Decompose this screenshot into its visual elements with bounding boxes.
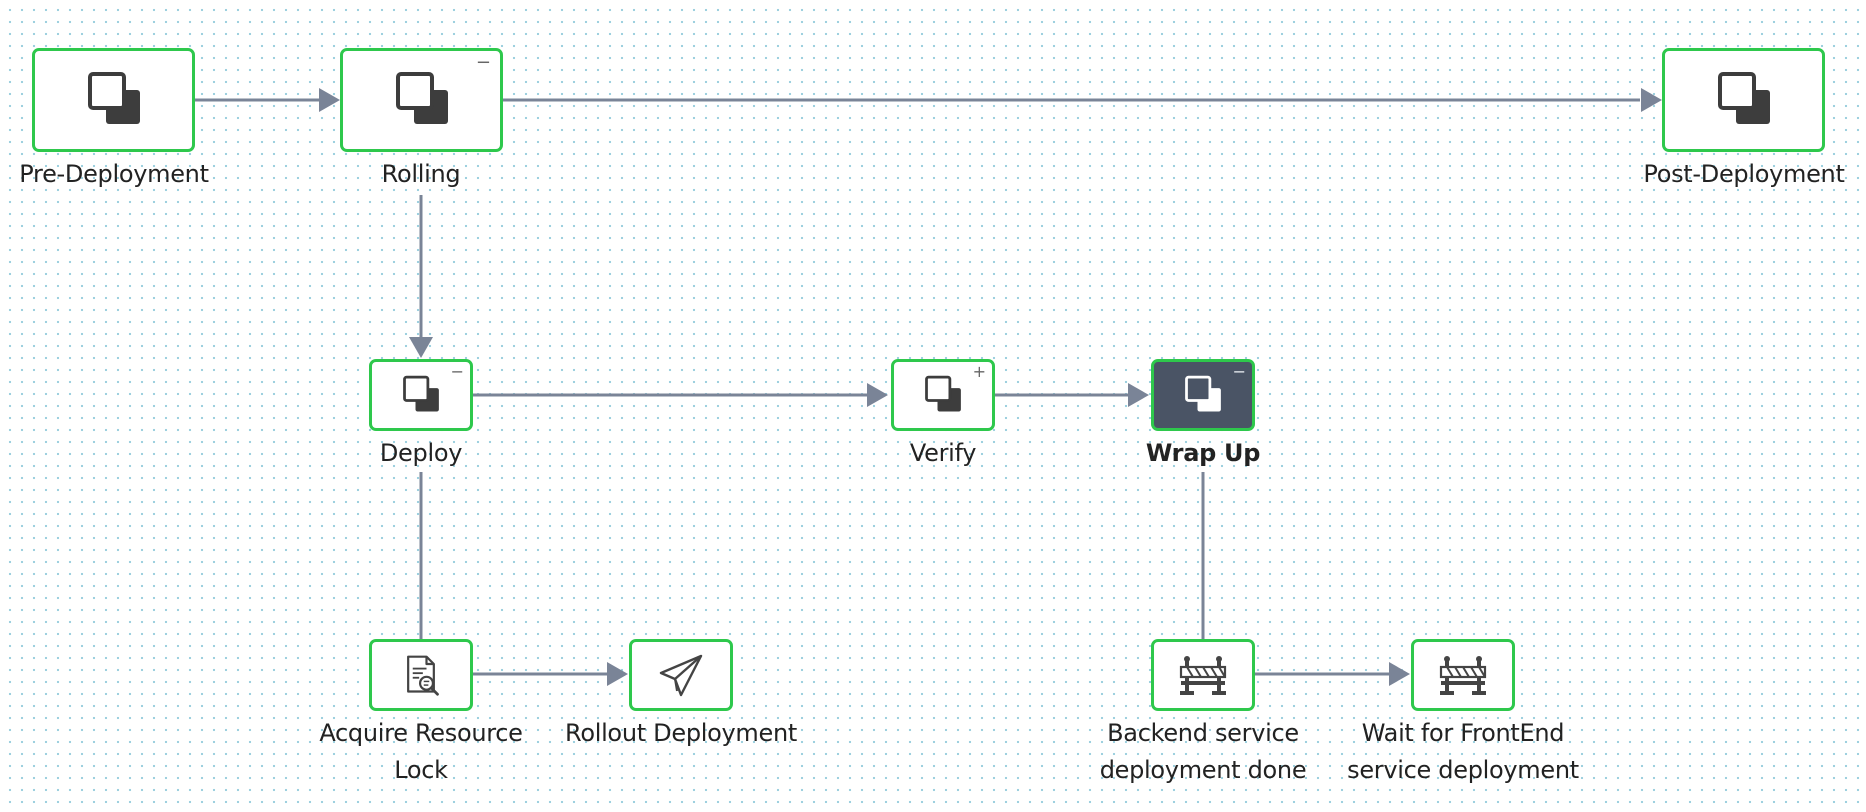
node-backend-service-deployment-done[interactable] (1151, 639, 1255, 711)
stage-icon (1717, 72, 1770, 124)
arrowhead-wait (1389, 662, 1410, 686)
node-acquire-resource-lock[interactable] (369, 639, 473, 711)
node-wait-for-frontend-service-deployment[interactable] (1411, 639, 1515, 711)
step-group-icon (403, 375, 439, 412)
arrowhead-verify (867, 383, 888, 407)
node-pre-deployment[interactable] (32, 48, 195, 152)
node-label-line: Backend service (1107, 719, 1299, 747)
node-post-deployment[interactable] (1662, 48, 1825, 152)
node-label-pre-deployment: Pre-Deployment (19, 160, 209, 188)
paper-plane-icon (659, 654, 703, 697)
stage-icon (87, 72, 140, 124)
node-label-rolling: Rolling (381, 160, 461, 188)
node-label-line: deployment done (1099, 756, 1307, 784)
node-rolling[interactable]: − (340, 48, 503, 152)
stage-icon (395, 72, 448, 124)
collapse-toggle[interactable]: − (1232, 362, 1246, 381)
barrier-icon (1179, 656, 1227, 695)
expand-toggle[interactable]: + (972, 362, 986, 381)
step-group-icon (1185, 375, 1221, 412)
node-label-line: Acquire Resource (319, 719, 523, 747)
node-label-rollout-deployment: Rollout Deployment (565, 719, 797, 747)
document-search-icon (407, 655, 439, 696)
node-label-line: service deployment (1347, 756, 1579, 784)
node-label-line: Lock (394, 756, 448, 784)
arrowhead-post (1641, 88, 1662, 112)
node-wrap-up[interactable]: − (1151, 359, 1255, 431)
node-deploy[interactable]: − (369, 359, 473, 431)
arrowhead-rolling (319, 88, 340, 112)
collapse-toggle[interactable]: − (475, 52, 491, 73)
node-verify[interactable]: + (891, 359, 995, 431)
node-label-deploy: Deploy (379, 439, 463, 467)
barrier-icon (1439, 656, 1487, 695)
node-label-line: Wait for FrontEnd (1361, 719, 1565, 747)
node-label-wait-for-frontend-service-deployment: Wait for FrontEnd service deployment (1333, 715, 1593, 789)
node-label-backend-service-deployment-done: Backend service deployment done (1083, 715, 1323, 789)
node-label-post-deployment: Post-Deployment (1643, 160, 1845, 188)
node-rollout-deployment[interactable] (629, 639, 733, 711)
collapse-toggle[interactable]: − (450, 362, 464, 381)
arrowhead-wrapup (1128, 383, 1149, 407)
node-label-wrap-up: Wrap Up (1145, 439, 1261, 467)
arrowhead-deploy (409, 337, 433, 358)
node-label-verify: Verify (909, 439, 977, 467)
step-group-icon (925, 375, 961, 412)
node-label-acquire-resource-lock: Acquire Resource Lock (306, 715, 536, 789)
arrowhead-rollout (607, 662, 628, 686)
